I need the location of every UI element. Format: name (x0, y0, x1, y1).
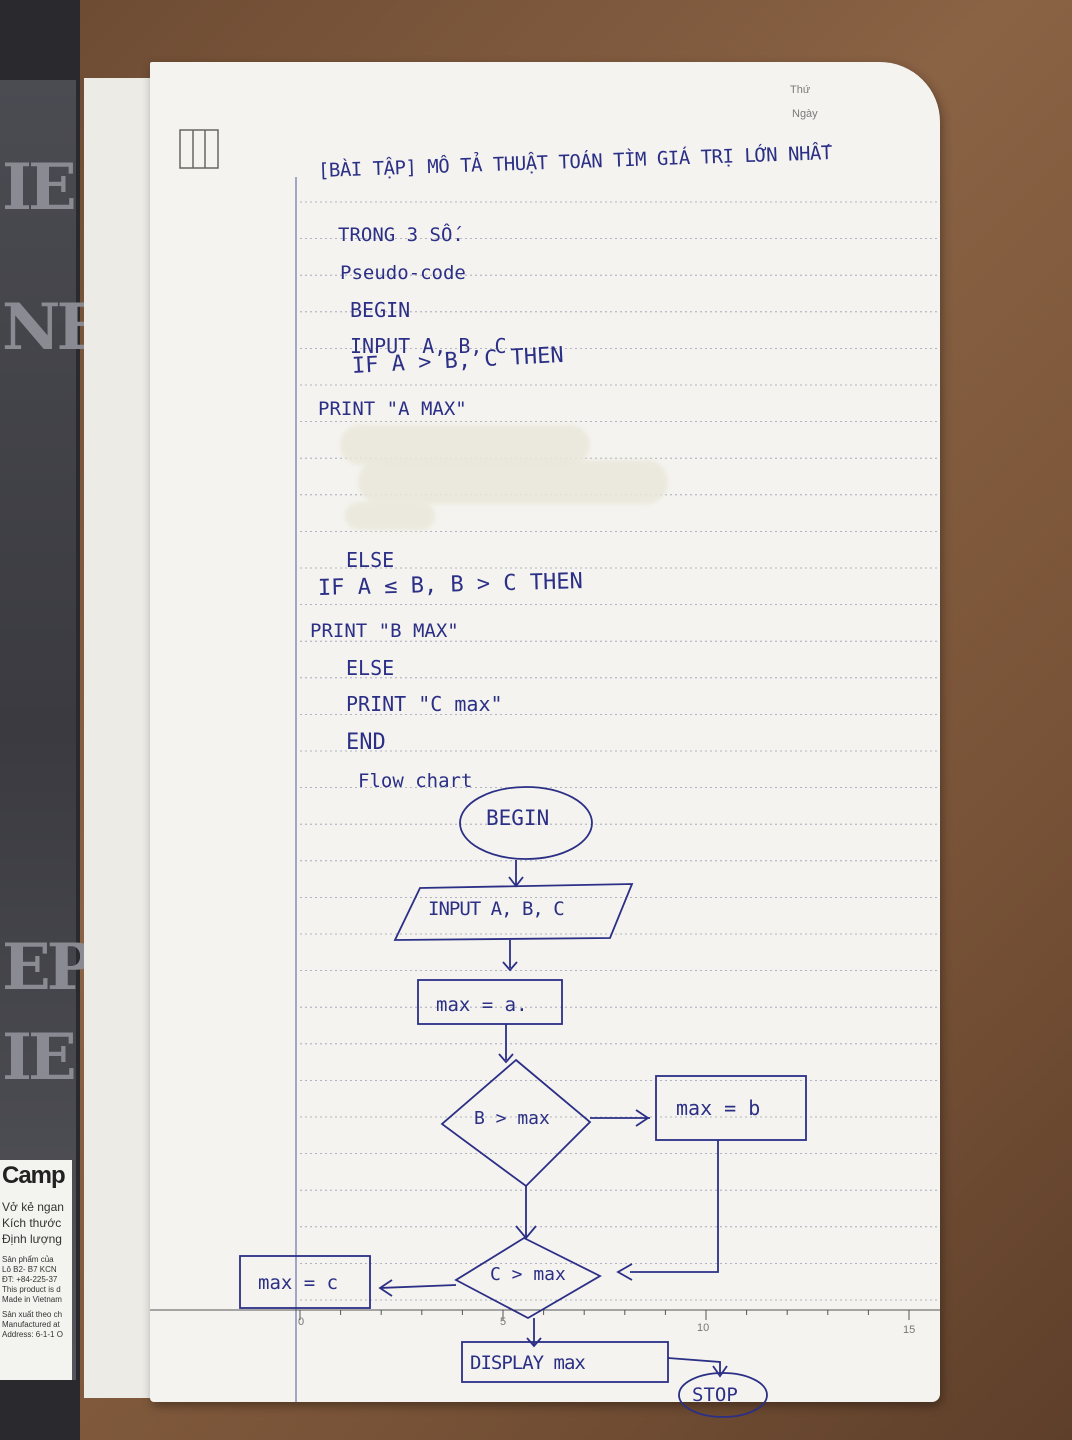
flow-chart-label: Flow chart (358, 770, 473, 792)
day-label: Thứ (790, 84, 811, 96)
stop-terminal (678, 1372, 768, 1418)
pseudo-line: ELSE (346, 548, 395, 572)
cover-line: This product is d (2, 1285, 61, 1294)
cover-art-letters-4: IE (2, 1020, 77, 1095)
pseudo-line: PRINT "B MAX" (310, 620, 459, 642)
pseudo-line: PRINT "C max" (346, 692, 503, 716)
flow-cond-b-text: B > max (474, 1108, 550, 1129)
notes-title-cont: TRONG 3 SỐ. (338, 224, 464, 246)
cover-line: Kích thước (2, 1216, 62, 1230)
page-ruling (150, 129, 940, 1402)
ruler-tick-label: 15 (903, 1324, 916, 1336)
pseudo-line: PRINT "A MAX" (318, 398, 467, 420)
correction-fluid-mark (358, 460, 668, 504)
cover-line: Sản phẩm của (2, 1255, 54, 1264)
date-label: Ngày (792, 108, 818, 120)
flow-display-text: DISPLAY max (470, 1352, 586, 1374)
input-parallelogram (393, 883, 634, 941)
assign-b-box (655, 1075, 807, 1141)
flow-input-text: INPUT A, B, C (428, 898, 565, 920)
correction-fluid-mark (345, 502, 435, 530)
begin-terminal (459, 786, 593, 860)
flow-stop-text: STOP (692, 1384, 738, 1406)
ruler-tick-label: 5 (500, 1316, 507, 1328)
cover-line: Made in Vietnam (2, 1295, 62, 1304)
ruler-tick-label: 10 (697, 1322, 710, 1334)
assign-a-box (417, 979, 563, 1025)
flow-assign-c-text: max = c (258, 1272, 339, 1294)
pseudo-line: ELSE (346, 656, 395, 680)
pseudo-code-label: Pseudo-code (340, 262, 466, 284)
correction-fluid-mark (340, 425, 590, 465)
display-box (461, 1341, 669, 1383)
flow-assign-b-text: max = b (676, 1096, 761, 1120)
cover-label: Camp Vở kẻ ngan Kích thước Định lượng Sả… (0, 1160, 72, 1380)
pseudo-line: BEGIN (350, 298, 411, 322)
cond-c-diamond (454, 1236, 602, 1320)
cover-line: Lô B2- B7 KCN (2, 1265, 57, 1274)
assign-c-box (239, 1255, 371, 1309)
flow-assign-a-text: max = a. (436, 994, 528, 1016)
notebook-page (150, 62, 940, 1402)
flow-begin-text: BEGIN (486, 806, 550, 830)
cover-line: Sản xuất theo ch (2, 1310, 63, 1319)
cover-line: Manufactured at (2, 1320, 60, 1329)
cover-line: Định lượng (2, 1232, 62, 1246)
cover-brand: Camp (2, 1162, 66, 1189)
cover-art-letters-1: IE (2, 150, 77, 225)
flow-cond-c-text: C > max (490, 1264, 566, 1285)
cover-line: Vở kẻ ngan (2, 1200, 64, 1214)
cover-line: Address: 6-1-1 O (2, 1330, 63, 1339)
pseudo-line: INPUT A, B, C (350, 334, 507, 358)
cover-line: ĐT: +84-225-37 (2, 1275, 58, 1284)
pseudo-line: END (346, 730, 386, 755)
ruler-tick-label: 0 (298, 1316, 305, 1328)
